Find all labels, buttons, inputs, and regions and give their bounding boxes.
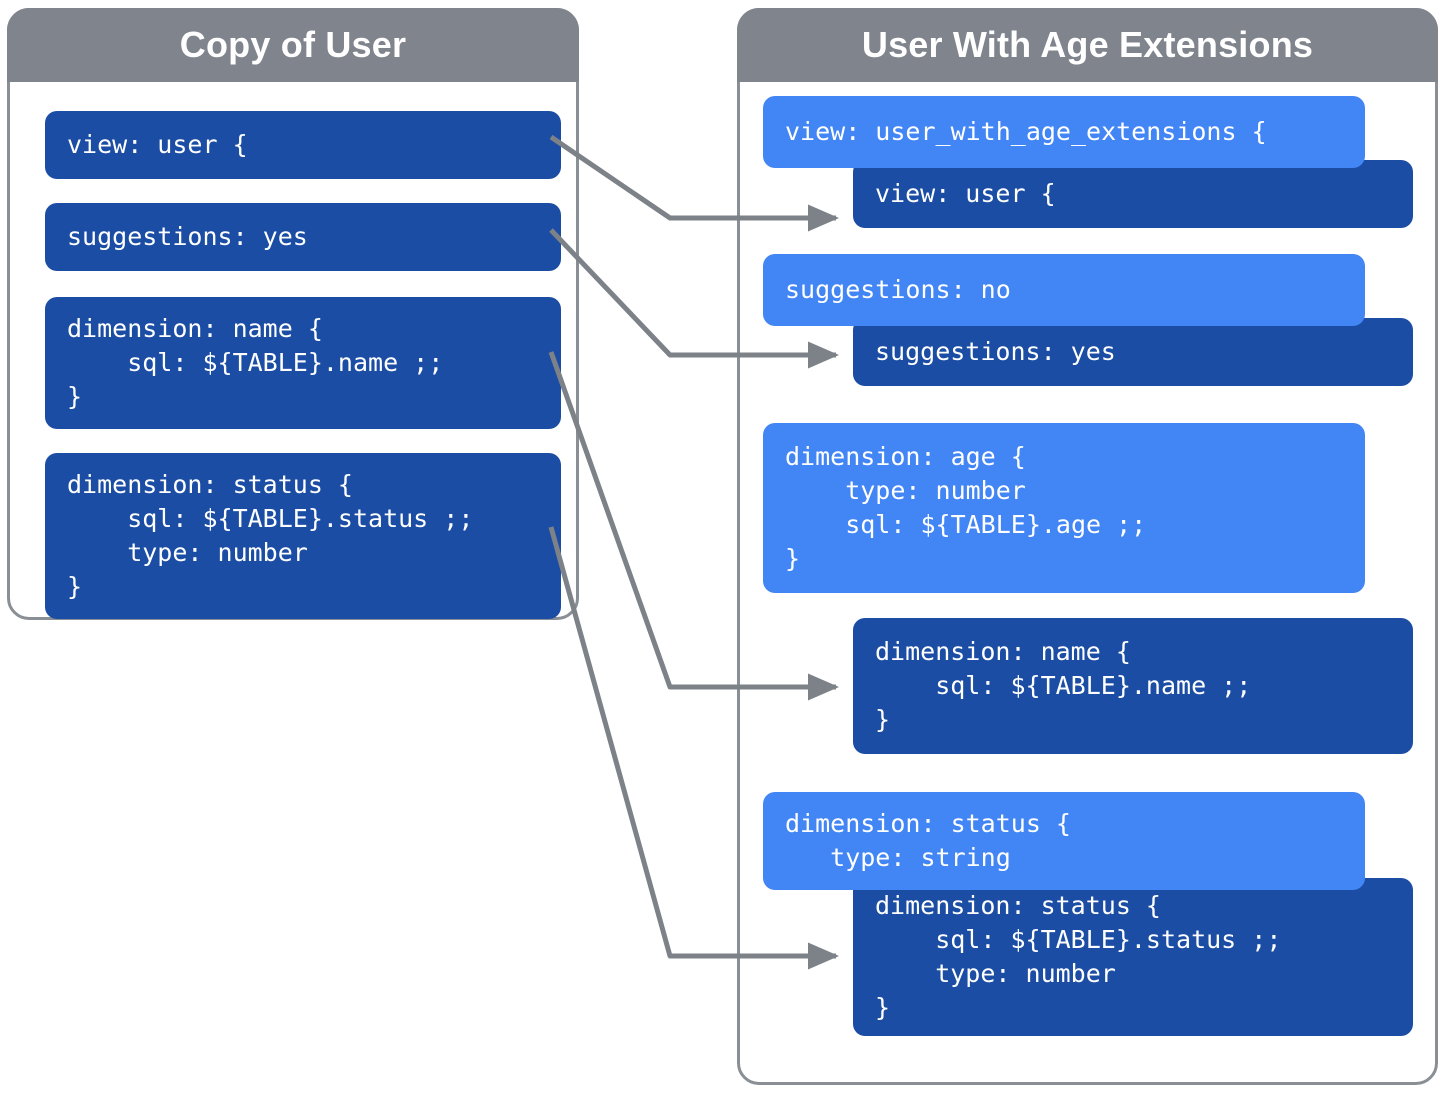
panel-copy-of-user: Copy of User view: user { suggestions: y… <box>7 8 579 620</box>
code-block-right-suggestions-yes: suggestions: yes <box>853 318 1413 386</box>
code-text: dimension: name { sql: ${TABLE}.name ;; … <box>875 637 1252 734</box>
code-block-right-view-extension: view: user_with_age_extensions { <box>763 96 1365 168</box>
code-block-left-suggestions: suggestions: yes <box>45 203 561 271</box>
code-text: dimension: status { sql: ${TABLE}.status… <box>875 891 1282 1022</box>
code-text: view: user { <box>875 179 1056 208</box>
code-block-right-suggestions-no: suggestions: no <box>763 254 1365 326</box>
code-text: suggestions: yes <box>875 337 1116 366</box>
code-block-left-dimension-name: dimension: name { sql: ${TABLE}.name ;; … <box>45 297 561 429</box>
code-block-left-dimension-status: dimension: status { sql: ${TABLE}.status… <box>45 453 561 619</box>
code-block-right-view-user: view: user { <box>853 160 1413 228</box>
code-text: suggestions: no <box>785 275 1011 304</box>
code-block-right-dimension-status-light: dimension: status { type: string <box>763 792 1365 890</box>
code-block-right-dimension-name: dimension: name { sql: ${TABLE}.name ;; … <box>853 618 1413 754</box>
code-text: dimension: status { sql: ${TABLE}.status… <box>67 470 474 601</box>
panel-left-title: Copy of User <box>7 8 579 82</box>
code-text: dimension: name { sql: ${TABLE}.name ;; … <box>67 314 444 411</box>
panel-right-title: User With Age Extensions <box>737 8 1438 82</box>
code-text: view: user { <box>67 130 248 159</box>
code-block-left-view: view: user { <box>45 111 561 179</box>
code-text: dimension: status { type: string <box>785 809 1071 872</box>
code-text: view: user_with_age_extensions { <box>785 117 1267 146</box>
code-text: suggestions: yes <box>67 222 308 251</box>
code-block-right-dimension-status-dark: dimension: status { sql: ${TABLE}.status… <box>853 878 1413 1036</box>
code-text: dimension: age { type: number sql: ${TAB… <box>785 442 1147 573</box>
code-block-right-dimension-age: dimension: age { type: number sql: ${TAB… <box>763 423 1365 593</box>
